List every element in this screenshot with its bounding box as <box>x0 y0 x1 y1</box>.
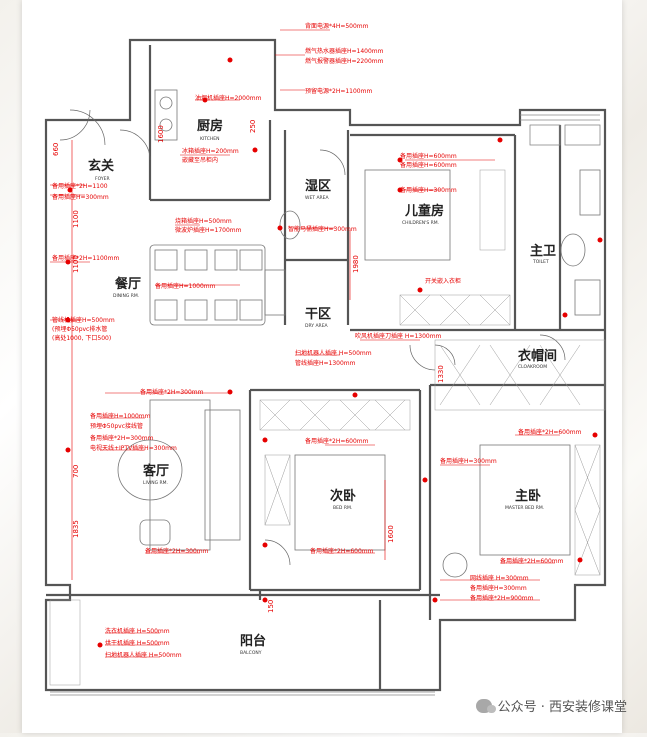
annotation: 洗衣机插座 H=500mm <box>105 627 170 635</box>
annotation: 吹风机插座刀插座 H=1300mm <box>355 332 442 340</box>
room-wet-en: WET AREA <box>305 195 330 201</box>
socket-leaders <box>50 29 560 658</box>
windows <box>50 114 601 696</box>
room-children-cn: 儿童房 <box>404 203 444 219</box>
room-dry-en: DRY AREA <box>305 323 329 329</box>
room-cloak-en: CLOAKROOM <box>518 364 547 370</box>
annotation: 燃气报警器插座H=2200mm <box>305 57 384 65</box>
dimension-label: 1100 <box>72 255 80 273</box>
annotation: 备用插座*2H=300mm <box>90 434 154 442</box>
room-wet-cn: 湿区 <box>305 179 331 194</box>
annotation: 管线插座H=1300mm <box>295 359 356 367</box>
dimension-label: 1330 <box>437 365 445 383</box>
doors <box>59 109 566 566</box>
annotation: 备用插座H=600mm <box>400 152 457 160</box>
dimension-label: 1600 <box>387 525 395 543</box>
room-foyer-en: FOYER <box>95 176 110 182</box>
room-dining-en: DINING RM. <box>113 293 139 299</box>
annotation: (预埋Φ50pvc排水管 <box>52 325 107 333</box>
annotation: 燃气热水器插座H=1400mm <box>305 47 384 55</box>
annotation: 背面电源*4H=500mm <box>305 22 369 30</box>
dimension-label: 150 <box>267 600 275 613</box>
room-balcony-en: BALCONY <box>240 650 262 656</box>
annotation: 嵌藏至吊柜内 <box>182 156 218 164</box>
socket-markers <box>65 57 603 648</box>
annotation: 备用插座*2H=1100mm <box>52 254 119 262</box>
annotation: 备用插座H=300mm <box>440 457 497 465</box>
room-bed-cn: 次卧 <box>330 488 356 504</box>
annotation: 油烟机插座H=2000mm <box>195 94 262 102</box>
dimension-label: 1100 <box>72 210 80 228</box>
annotation: 备用插座H=300mm <box>52 193 109 201</box>
annotation: 电视天线+IPTV插座H=300mm <box>90 444 177 452</box>
watermark-text: 公众号 · 西安装修课堂 <box>497 700 627 715</box>
room-toilet-cn: 主卫 <box>530 243 556 259</box>
room-kitchen-cn: 厨房 <box>197 118 223 134</box>
annotation: 备用插座H=300mm <box>400 186 457 194</box>
annotation: 备用插座*2H=900mm <box>470 594 534 602</box>
room-foyer-cn: 玄关 <box>88 158 114 174</box>
annotation: 微波炉插座H=1700mm <box>175 226 242 234</box>
room-dining-cn: 餐厅 <box>114 276 141 292</box>
annotation: 备用插座*2H=600mm <box>500 557 564 565</box>
room-dry-cn: 干区 <box>305 307 331 322</box>
room-living-en: LIVING RM. <box>143 480 168 486</box>
wechat-icon <box>475 698 496 713</box>
annotation: 备用插座*2H=600mm <box>310 547 374 555</box>
annotation: 网线插座 H=300mm <box>470 574 529 582</box>
room-master-cn: 主卧 <box>515 488 541 504</box>
dimension-label: 1835 <box>72 520 80 538</box>
annotation: 扫地机器人插座 H=500mm <box>295 349 372 357</box>
annotation: 烘干机插座 H=500mm <box>105 639 170 647</box>
floor-plan: 玄关 FOYER 厨房 KITCHEN 湿区 WET AREA 儿童房 CHIL… <box>44 22 607 696</box>
annotation: 备用插座*2H=600mm <box>518 428 582 436</box>
dimension-label: 250 <box>249 120 257 133</box>
annotation: 烧箱插座H=500mm <box>175 217 232 225</box>
annotation: 智能马桶插座H=300mm <box>288 225 357 233</box>
annotation: (高处1000, 下口500) <box>52 334 111 342</box>
room-living-cn: 客厅 <box>143 463 169 479</box>
floor-plan-sheet: 玄关 FOYER 厨房 KITCHEN 湿区 WET AREA 儿童房 CHIL… <box>22 0 622 733</box>
room-kitchen-en: KITCHEN <box>200 136 220 142</box>
annotation: 备用插座*2H=300mm <box>140 388 204 396</box>
annotation: 备用插座H=300mm <box>470 584 527 592</box>
annotation: 开关嵌入衣柜 <box>425 277 461 285</box>
fixtures <box>154 89 601 316</box>
room-toilet-en: TOILET <box>532 259 549 265</box>
annotation: 预留电源*2H=1100mm <box>305 87 372 95</box>
annotation: 备用插座H=1000mm <box>155 282 216 290</box>
room-children-en: CHILDREN'S RM. <box>402 220 439 226</box>
dimension-label: 700 <box>72 465 80 478</box>
annotation: 备用插座*2H=300mm <box>145 547 209 555</box>
annotation: 预埋Φ50pvc接线管 <box>90 422 143 430</box>
room-balcony-cn: 阳台 <box>240 633 266 649</box>
dimension-label: 1600 <box>157 125 165 143</box>
wardrobes <box>49 169 606 686</box>
living-furniture <box>117 399 241 551</box>
dimension-label: 1980 <box>352 255 360 273</box>
annotation: 备用插座*2H=1100 <box>52 182 108 190</box>
annotation: 管线机插座H=500mm <box>52 316 115 324</box>
annotation: 扫地机器人插座 H=500mm <box>105 651 182 659</box>
room-cloak-cn: 衣帽间 <box>518 348 557 364</box>
walls <box>44 38 607 692</box>
annotation: 备用插座H=1000mm <box>90 412 151 420</box>
room-master-en: MASTER BED RM. <box>505 505 544 511</box>
annotation: 备用插座*2H=600mm <box>305 437 369 445</box>
annotation: 备用插座H=600mm <box>400 161 457 169</box>
dimension-label: 660 <box>52 143 60 156</box>
room-bed-en: BED RM. <box>333 505 352 511</box>
annotation: 冰箱插座H=200mm <box>182 147 239 155</box>
watermark: 公众号 · 西安装修课堂 <box>475 696 627 715</box>
